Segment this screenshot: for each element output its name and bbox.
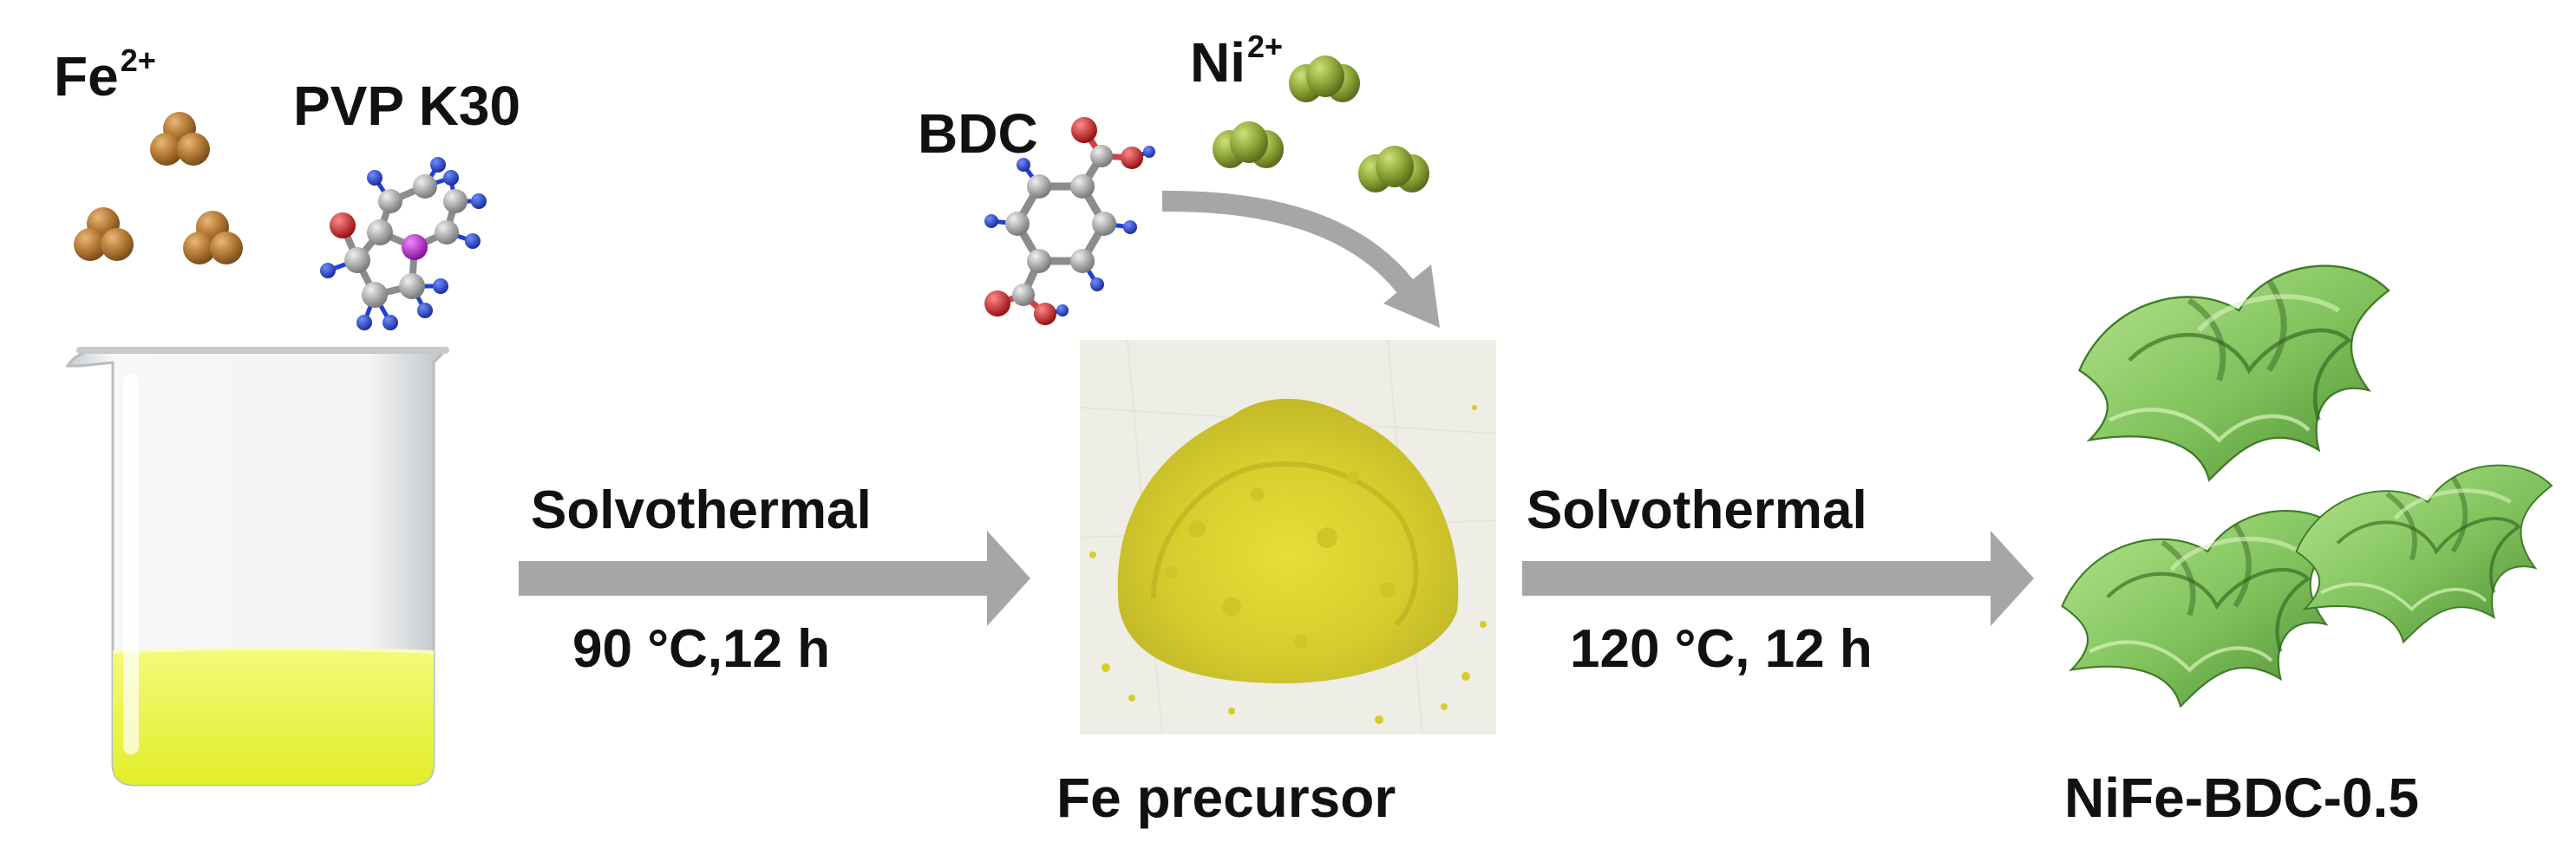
nife-bdc-product xyxy=(2063,266,2553,707)
bdc-label: BDC xyxy=(918,102,1038,165)
step2-method-label: Solvothermal xyxy=(1527,480,1867,540)
step2-conditions-label: 120 °C, 12 h xyxy=(1570,619,1873,679)
step1-arrow xyxy=(519,531,1030,626)
ni-ion-symbol: Ni xyxy=(1190,31,1246,94)
pvp-molecule xyxy=(320,157,487,330)
yellow-solution xyxy=(113,649,434,785)
fe-ion-charge: 2+ xyxy=(120,42,156,78)
pvp-label: PVP K30 xyxy=(293,75,521,137)
bdc-molecule xyxy=(984,117,1155,325)
step1-method-label: Solvothermal xyxy=(531,480,872,540)
fe-ion-symbol: Fe xyxy=(54,45,119,108)
beaker xyxy=(65,347,449,786)
fe-precursor-photo xyxy=(1079,339,1497,735)
product-label: NiFe-BDC-0.5 xyxy=(2064,767,2419,829)
step1-conditions-label: 90 °C,12 h xyxy=(572,619,831,679)
addition-arrow xyxy=(1161,190,1440,328)
ni-ion-label: Ni2+ xyxy=(1190,31,1283,91)
fe-ion-label: Fe2+ xyxy=(54,45,156,105)
ni-ion-charge: 2+ xyxy=(1247,29,1284,64)
fe-ion-particles xyxy=(74,112,243,264)
step2-arrow xyxy=(1522,531,2034,626)
intermediate-label: Fe precursor xyxy=(1056,767,1396,829)
